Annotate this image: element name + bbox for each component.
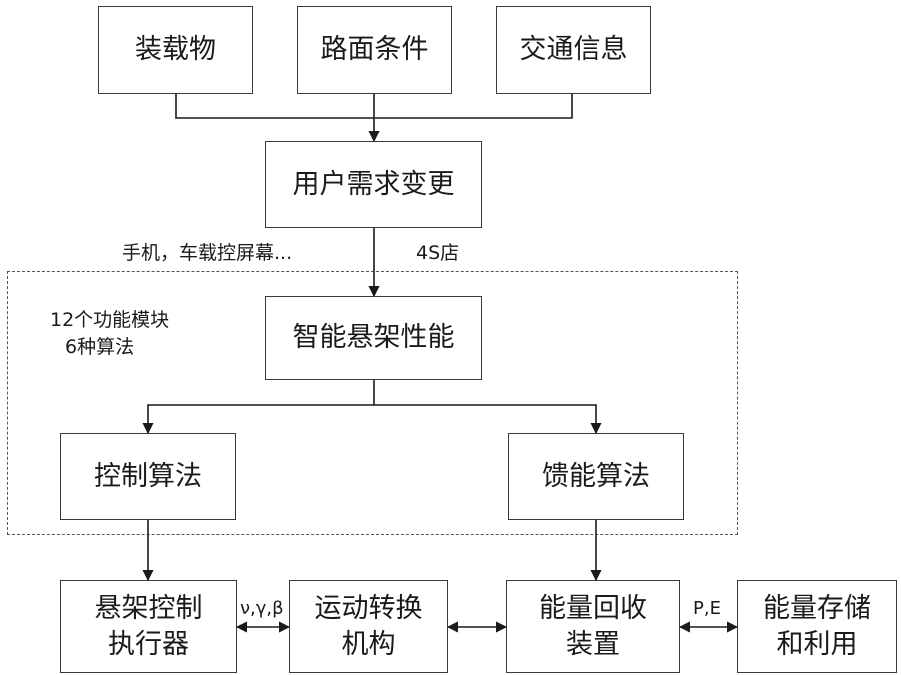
node-motion-conversion-line1: 运动转换 bbox=[315, 591, 423, 627]
connector-cargo bbox=[176, 94, 374, 118]
store-label: 4S店 bbox=[416, 240, 459, 266]
node-road-condition: 路面条件 bbox=[297, 6, 452, 94]
node-regen-algorithm-label: 馈能算法 bbox=[542, 459, 650, 495]
node-control-algorithm-label: 控制算法 bbox=[94, 459, 202, 495]
arrow-to-control bbox=[148, 405, 374, 433]
node-control-algorithm: 控制算法 bbox=[60, 433, 236, 520]
node-cargo: 装载物 bbox=[98, 6, 253, 94]
node-traffic-info-label: 交通信息 bbox=[520, 32, 628, 68]
algorithms-count-label: 6种算法 bbox=[65, 334, 134, 360]
node-energy-storage-line1: 能量存储 bbox=[763, 591, 871, 627]
node-suspension-actuator-line2: 执行器 bbox=[108, 627, 189, 663]
node-road-condition-label: 路面条件 bbox=[321, 32, 429, 68]
node-energy-storage-line2: 和利用 bbox=[777, 627, 858, 663]
connector-traffic bbox=[374, 94, 572, 118]
node-energy-storage: 能量存储 和利用 bbox=[737, 580, 897, 673]
vgb-label: ν,γ,β bbox=[240, 597, 284, 621]
node-cargo-label: 装载物 bbox=[135, 32, 216, 68]
arrow-to-regen bbox=[374, 405, 596, 433]
node-energy-recovery-line1: 能量回收 bbox=[539, 591, 647, 627]
channels-label: 手机，车载控屏幕... bbox=[122, 240, 292, 266]
pe-label: P,E bbox=[693, 597, 721, 621]
node-suspension-actuator-line1: 悬架控制 bbox=[95, 591, 203, 627]
node-suspension-actuator: 悬架控制 执行器 bbox=[60, 580, 237, 673]
node-regen-algorithm: 馈能算法 bbox=[508, 433, 684, 520]
node-user-demand-label: 用户需求变更 bbox=[293, 167, 455, 203]
node-energy-recovery-line2: 装置 bbox=[566, 627, 620, 663]
node-motion-conversion: 运动转换 机构 bbox=[289, 580, 448, 673]
node-user-demand: 用户需求变更 bbox=[265, 141, 482, 228]
node-motion-conversion-line2: 机构 bbox=[342, 627, 396, 663]
node-smart-suspension: 智能悬架性能 bbox=[265, 296, 482, 380]
modules-label: 12个功能模块 bbox=[50, 307, 169, 333]
node-traffic-info: 交通信息 bbox=[496, 6, 651, 94]
node-smart-suspension-label: 智能悬架性能 bbox=[293, 320, 455, 356]
node-energy-recovery: 能量回收 装置 bbox=[506, 580, 680, 673]
